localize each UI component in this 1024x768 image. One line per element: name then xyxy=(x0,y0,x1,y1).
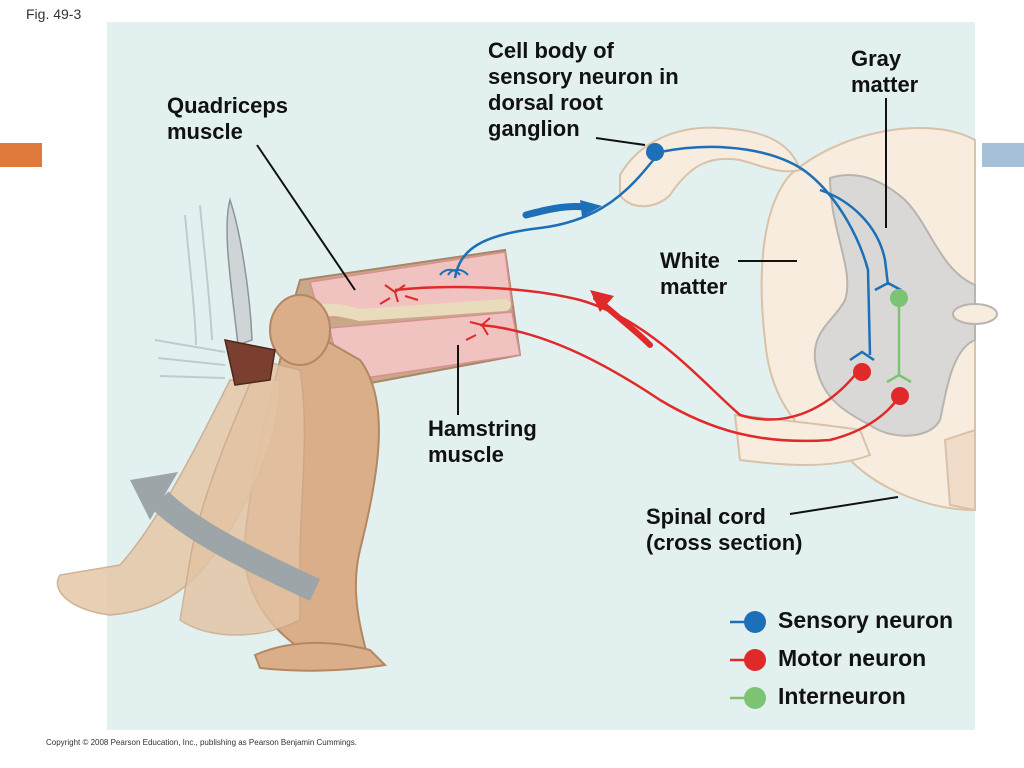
slide-accent-right xyxy=(982,143,1024,167)
label-line: Gray xyxy=(851,46,902,71)
label-line: ganglion xyxy=(488,116,580,141)
label-line: dorsal root xyxy=(488,90,603,115)
label-line: sensory neuron in xyxy=(488,64,679,89)
spinal-cord-cross-section xyxy=(619,126,998,512)
label-line: Cell body of xyxy=(488,38,614,63)
legend-markers xyxy=(730,611,766,709)
leader-lines xyxy=(256,98,899,515)
label-white-matter: White matter xyxy=(660,248,727,300)
legend-sensory-neuron: Sensory neuron xyxy=(778,607,954,633)
label-cell-body: Cell body of sensory neuron in dorsal ro… xyxy=(488,38,679,142)
legend-motor-neuron: Motor neuron xyxy=(778,645,927,671)
label-line: muscle xyxy=(428,442,504,467)
label-line: (cross section) xyxy=(646,530,803,555)
label-quadriceps: Quadriceps muscle xyxy=(167,93,288,145)
sensory-neuron-pathway xyxy=(439,143,902,362)
motor-neuron-pathway xyxy=(379,284,909,443)
label-hamstring: Hamstring muscle xyxy=(428,416,537,468)
label-line: matter xyxy=(660,274,728,299)
label-line: Spinal cord xyxy=(646,504,766,529)
reflex-hammer xyxy=(154,197,276,386)
legend-interneuron: Interneuron xyxy=(778,683,906,709)
label-line: Hamstring xyxy=(428,416,537,441)
label-line: muscle xyxy=(167,119,243,144)
interneuron-pathway xyxy=(886,289,912,384)
figure-label: Fig. 49-3 xyxy=(26,6,82,22)
label-line: matter xyxy=(851,72,919,97)
label-gray-matter: Gray matter xyxy=(851,46,918,98)
slide-accent-left xyxy=(0,143,42,167)
kick-motion-arrow xyxy=(130,472,321,601)
label-line: White xyxy=(660,248,720,273)
label-line: Quadriceps xyxy=(167,93,289,118)
copyright-notice: Copyright © 2008 Pearson Education, Inc.… xyxy=(46,738,357,747)
label-spinal-cord: Spinal cord (cross section) xyxy=(646,504,803,556)
